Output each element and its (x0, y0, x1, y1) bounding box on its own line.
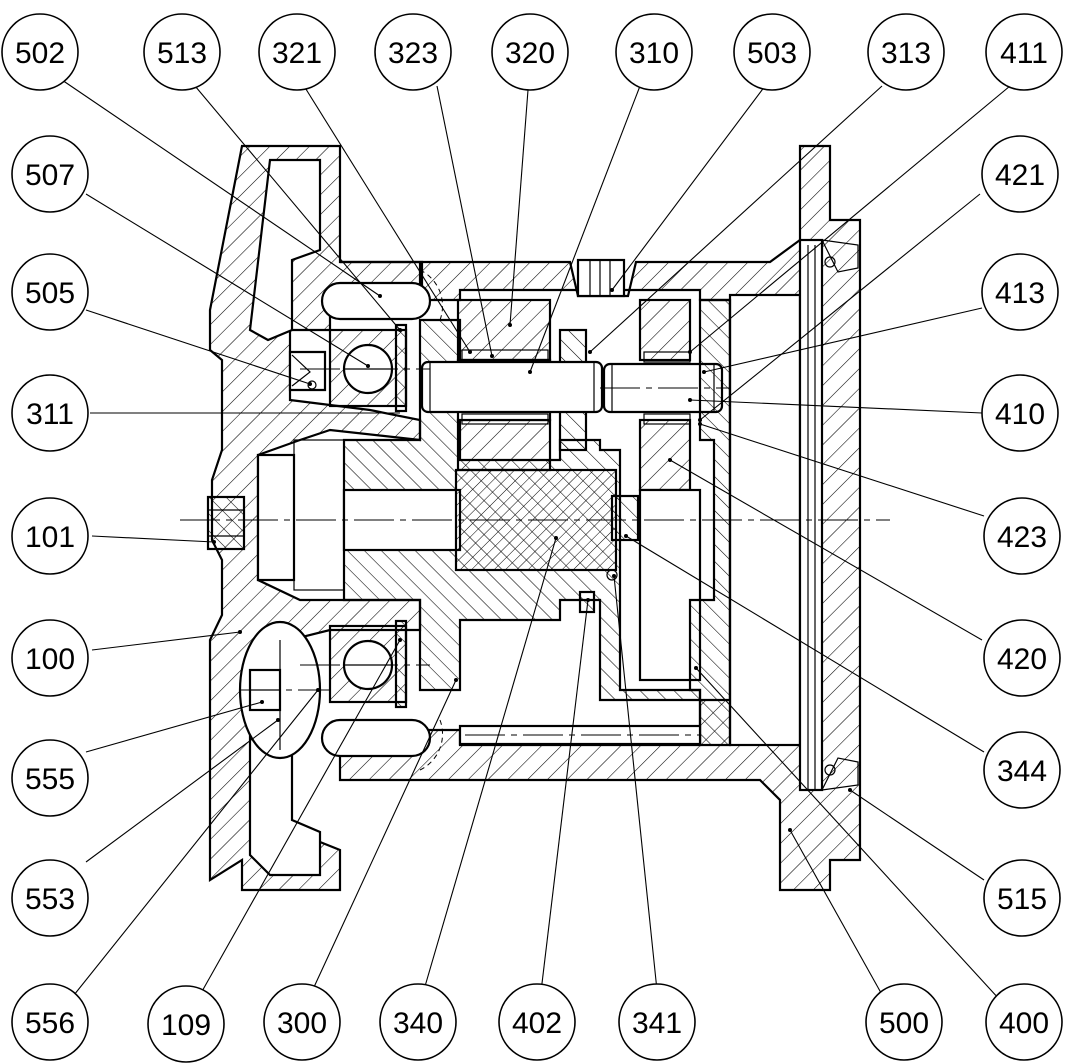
callout-101-text: 101 (25, 521, 75, 554)
callout-505: 505 (11, 253, 89, 331)
callout-323: 323 (374, 13, 452, 91)
callout-502-text: 502 (15, 37, 65, 70)
bearing-lower (328, 619, 408, 709)
callout-341-text: 341 (632, 1007, 682, 1040)
callout-421: 421 (981, 135, 1059, 213)
callout-503-text: 503 (747, 37, 797, 70)
callout-505-text: 505 (25, 277, 75, 310)
callout-311: 311 (11, 374, 89, 452)
center-lines (180, 368, 890, 691)
callout-507: 507 (11, 135, 89, 213)
callout-340: 340 (379, 983, 457, 1061)
callout-555-text: 555 (25, 763, 75, 796)
callout-555: 555 (11, 739, 89, 817)
callout-402: 402 (498, 983, 576, 1061)
callout-313: 313 (867, 13, 945, 91)
callout-400: 400 (985, 983, 1063, 1061)
callout-109: 109 (147, 985, 225, 1063)
planet-gear-320 (420, 298, 604, 472)
leader-lines (61, 79, 1011, 1003)
output-carrier-400 (688, 298, 732, 747)
callout-411-text: 411 (1000, 37, 1048, 70)
callout-344: 344 (983, 731, 1061, 809)
through-bolt (458, 724, 702, 746)
callout-515-text: 515 (997, 883, 1047, 916)
callout-340-text: 340 (393, 1007, 443, 1040)
callout-300: 300 (263, 983, 341, 1061)
callout-513-text: 513 (157, 37, 207, 70)
callout-500: 500 (865, 983, 943, 1061)
callout-515: 515 (983, 859, 1061, 937)
callout-502: 502 (1, 13, 79, 91)
shaft-seal-505 (288, 350, 327, 392)
callout-553: 553 (11, 859, 89, 937)
callout-100-text: 100 (25, 643, 75, 676)
callout-410-text: 410 (995, 398, 1045, 431)
callout-321-text: 321 (272, 37, 322, 70)
callout-321: 321 (258, 13, 336, 91)
callout-413: 413 (981, 253, 1059, 331)
callout-341: 341 (618, 983, 696, 1061)
callout-320-text: 320 (505, 37, 555, 70)
callout-109-text: 109 (161, 1009, 211, 1042)
callout-344-text: 344 (997, 755, 1047, 788)
callout-311-text: 311 (26, 398, 74, 431)
callout-310: 310 (615, 13, 693, 91)
callout-556: 556 (11, 983, 89, 1061)
callout-423-text: 423 (997, 521, 1047, 554)
callout-556-text: 556 (25, 1007, 75, 1040)
callout-101: 101 (11, 497, 89, 575)
breather-plug-503 (576, 258, 626, 298)
callout-423: 423 (983, 497, 1061, 575)
callout-313-text: 313 (881, 37, 931, 70)
callout-500-text: 500 (879, 1007, 929, 1040)
callout-411: 411 (985, 13, 1063, 91)
callout-320: 320 (491, 13, 569, 91)
callout-310-text: 310 (629, 37, 679, 70)
callout-400-text: 400 (999, 1007, 1049, 1040)
oil-slot-lower (320, 718, 444, 771)
callout-503: 503 (733, 13, 811, 91)
callout-323-text: 323 (388, 37, 438, 70)
callout-553-text: 553 (25, 883, 75, 916)
callout-100: 100 (11, 619, 89, 697)
callout-421-text: 421 (995, 159, 1045, 192)
callout-420: 420 (983, 619, 1061, 697)
callout-513: 513 (143, 13, 221, 91)
callout-420-text: 420 (997, 643, 1047, 676)
callout-413-text: 413 (995, 277, 1045, 310)
callout-402-text: 402 (512, 1007, 562, 1040)
callout-410: 410 (981, 374, 1059, 452)
planet-gear-420 (602, 298, 724, 682)
callout-300-text: 300 (277, 1007, 327, 1040)
callout-507-text: 507 (25, 159, 75, 192)
